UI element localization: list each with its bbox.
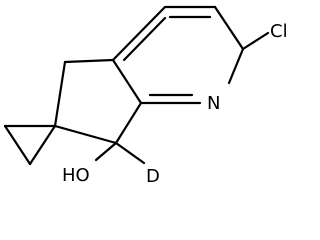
chlorine-atom-label: Cl [270, 21, 288, 42]
bond [28, 124, 57, 166]
chemical-structure-diagram: Cl N D HO [3, 5, 288, 187]
nitrogen-atom-label: N [207, 93, 220, 114]
bond [111, 5, 167, 62]
cyclopentane-ring [53, 58, 143, 145]
pyridine-ring [111, 5, 245, 105]
carbon-hydroxyl-bond [94, 141, 118, 162]
bond [53, 124, 118, 145]
bond [3, 124, 32, 166]
carbon-deuterium-bond [114, 141, 146, 165]
cyclopropane-ring [3, 124, 57, 166]
bond [111, 58, 143, 105]
substituent-bonds [94, 31, 270, 165]
bond [63, 58, 115, 64]
hydroxyl-group-label: HO [62, 165, 90, 186]
carbon-chlorine-bond [241, 31, 270, 51]
bond [227, 47, 245, 85]
double-bond-inner-line [122, 16, 167, 62]
deuterium-atom-label: D [146, 166, 160, 187]
bond [53, 60, 67, 128]
bond [213, 5, 245, 51]
bond [114, 101, 143, 145]
